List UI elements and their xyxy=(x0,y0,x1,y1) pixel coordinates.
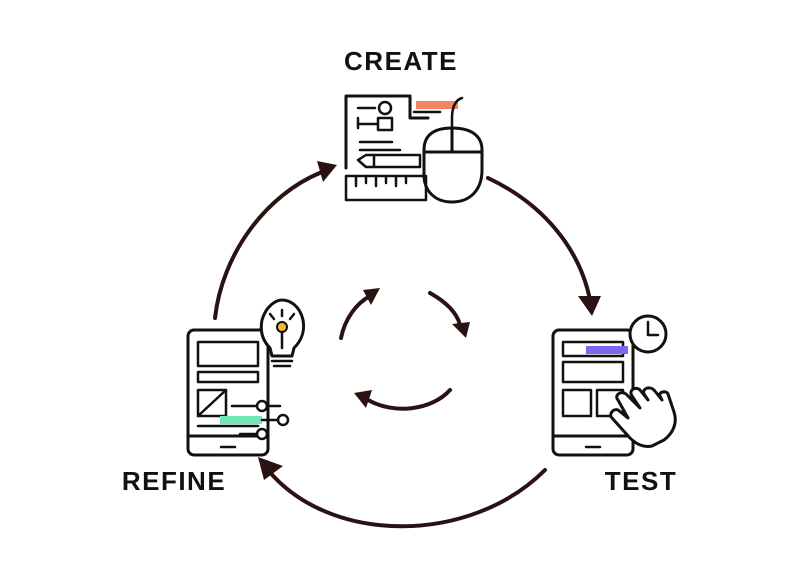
inner-arrow-2 xyxy=(428,291,462,327)
tablet-touch-icon xyxy=(551,314,677,457)
inner-arrow-3 xyxy=(366,388,452,411)
refine-accent-bar xyxy=(220,416,262,424)
arrow-create-to-test xyxy=(486,176,592,302)
tablet-idea-icon xyxy=(186,298,306,457)
arrow-refine-to-create xyxy=(213,170,324,320)
inner-arrowhead-2 xyxy=(452,322,470,338)
arrowhead-create-to-test xyxy=(578,296,601,316)
inner-arrow-1 xyxy=(339,294,372,340)
stage-label-create: CREATE xyxy=(344,46,458,76)
arrow-test-to-refine xyxy=(266,468,547,529)
stage-label-refine: REFINE xyxy=(122,466,226,496)
cycle-arrows xyxy=(213,161,601,529)
test-accent-bar xyxy=(586,346,628,354)
inner-arrowhead-1 xyxy=(363,288,380,305)
arrowhead-test-to-refine xyxy=(258,457,283,480)
inner-arrowhead-3 xyxy=(354,390,372,408)
stage-label-test: TEST xyxy=(605,466,677,496)
bulb-center xyxy=(276,321,288,333)
design-tools-icon xyxy=(344,94,484,204)
create-accent-bar xyxy=(416,101,458,109)
arrowhead-refine-to-create xyxy=(317,161,337,182)
inner-refresh-icon xyxy=(339,288,470,411)
